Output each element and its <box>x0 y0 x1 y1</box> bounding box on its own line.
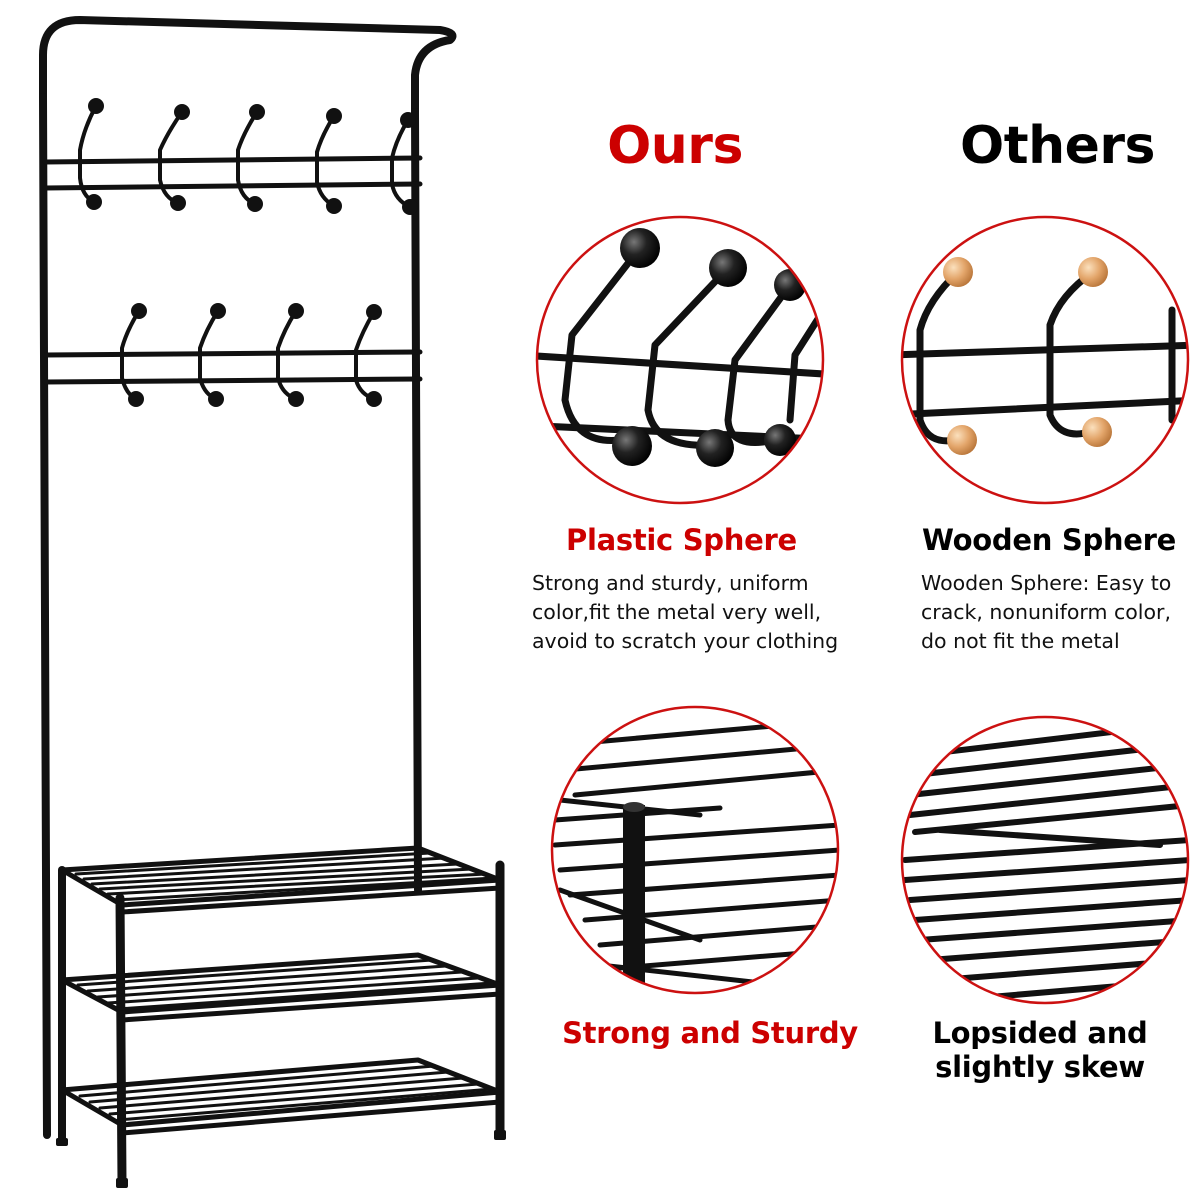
caption-line: slightly skew <box>935 1050 1145 1084</box>
description-line: color,fit the metal very well, <box>532 600 822 624</box>
sturdy-caption: Strong and Sturdy <box>545 1016 875 1050</box>
skewed-shelf-closeup <box>902 717 1188 1003</box>
description-line: Strong and sturdy, uniform <box>532 571 809 595</box>
coat-rack-illustration <box>39 16 506 1188</box>
description-line: Wooden Sphere: Easy to <box>921 571 1172 595</box>
caption-line: Strong and Sturdy <box>562 1016 858 1050</box>
wooden-hook-closeup <box>902 217 1188 503</box>
description-line: avoid to scratch your clothing <box>532 629 839 653</box>
caption-line: Lopsided and <box>932 1016 1148 1050</box>
plastic-sphere-title: Plastic Sphere <box>566 523 797 557</box>
ours-heading: Ours <box>607 116 743 176</box>
plastic-sphere-description: Strong and sturdy, uniform color,fit the… <box>532 569 838 656</box>
skew-caption: Lopsided and slightly skew <box>900 1016 1180 1084</box>
sturdy-shelf-closeup <box>552 707 838 993</box>
wooden-sphere-title: Wooden Sphere <box>922 523 1176 557</box>
description-line: crack, nonuniform color, <box>921 600 1171 624</box>
wooden-sphere-description: Wooden Sphere: Easy to crack, nonuniform… <box>921 569 1171 656</box>
description-line: do not fit the metal <box>921 629 1120 653</box>
others-heading: Others <box>960 116 1155 176</box>
